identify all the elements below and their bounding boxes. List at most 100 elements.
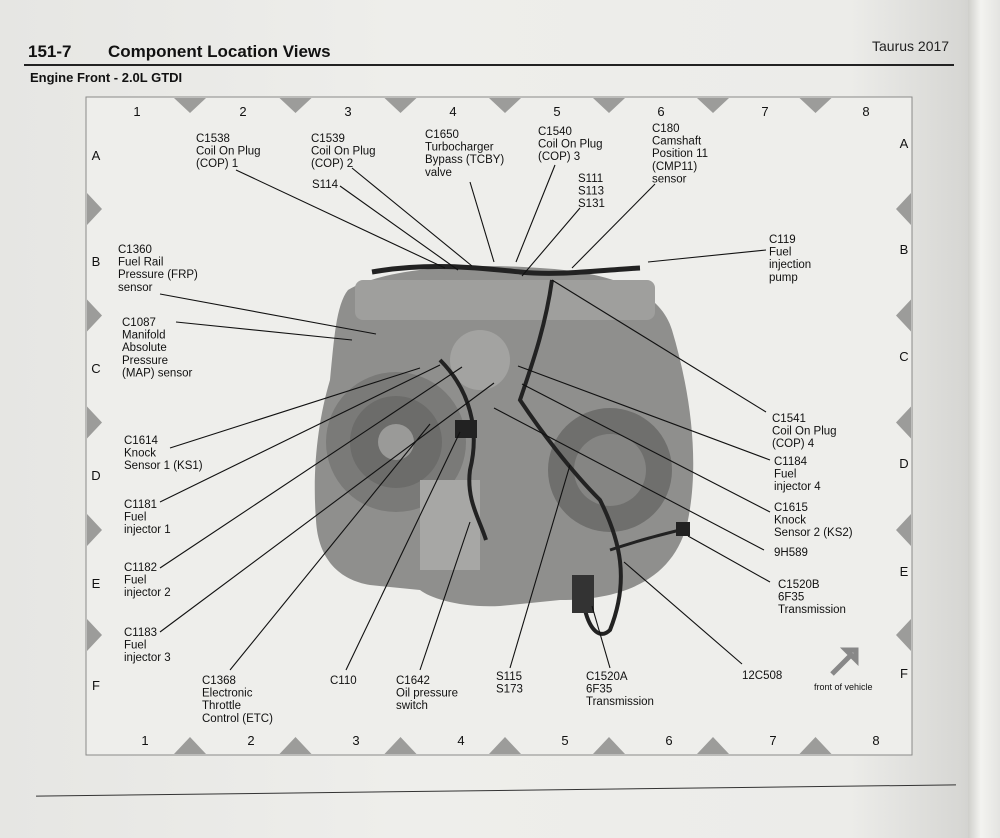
grid-column-label-top: 4 xyxy=(449,104,456,119)
callout-line: C110 xyxy=(330,675,357,687)
grid-marker-top xyxy=(799,98,832,113)
callout-line: (COP) 3 xyxy=(538,151,580,163)
callout-line: injector 2 xyxy=(124,587,171,599)
callout-line: Electronic xyxy=(202,688,253,700)
connector-c110 xyxy=(455,420,477,438)
grid-marker-right xyxy=(896,514,911,546)
callout-line: 9H589 xyxy=(774,547,808,559)
leader-c119 xyxy=(647,249,767,263)
grid-marker-bottom xyxy=(799,737,832,754)
callout-line: C1539 xyxy=(311,133,345,145)
grid-column-label-bottom: 2 xyxy=(247,733,254,748)
callout-line: (MAP) sensor xyxy=(122,367,192,379)
leader-s115 xyxy=(509,464,571,669)
callout-line: injector 4 xyxy=(774,481,821,493)
callout-line: C1087 xyxy=(122,317,156,329)
grid-column-label-top: 1 xyxy=(133,104,140,119)
grid-row-label-left: D xyxy=(91,468,100,483)
callout-line: sensor xyxy=(652,173,687,185)
leader-c110 xyxy=(345,431,461,671)
leader-c1614 xyxy=(169,367,421,449)
callout-line: S114 xyxy=(312,179,339,191)
callout-line: C1538 xyxy=(196,133,230,145)
callout-line: C1181 xyxy=(124,499,157,511)
header-rule xyxy=(24,64,954,66)
callout-line: C1360 xyxy=(118,244,152,256)
callout-line: S111 xyxy=(578,173,603,185)
harness-top xyxy=(371,264,641,276)
callout-line: Position 11 xyxy=(652,148,708,160)
grid-column-label-bottom: 7 xyxy=(769,733,776,748)
leader-c1184 xyxy=(517,365,771,461)
callout-line: Control (ETC) xyxy=(202,713,273,725)
callout-line: 12C508 xyxy=(742,670,782,682)
grid-marker-bottom xyxy=(174,737,206,754)
grid-marker-top xyxy=(384,98,417,113)
harness-center xyxy=(438,358,488,541)
leader-lines xyxy=(159,164,771,671)
callout-line: Fuel xyxy=(774,469,796,481)
callout-line: C180 xyxy=(652,123,680,135)
section-number: 151-7 xyxy=(28,42,72,61)
grid-row-label-right: C xyxy=(899,349,908,364)
callout-c110: C110 xyxy=(330,675,357,687)
grid-row-label-right: F xyxy=(900,666,908,681)
callout-line: Sensor 1 (KS1) xyxy=(124,460,203,472)
callout-line: valve xyxy=(425,167,452,179)
grid-column-label-bottom: 3 xyxy=(352,733,359,748)
leader-c1368 xyxy=(229,423,431,671)
leader-c1182 xyxy=(159,366,463,569)
grid-marker-bottom xyxy=(384,737,417,754)
grid-column-label-bottom: 5 xyxy=(561,733,568,748)
grid-marker-left xyxy=(87,406,102,439)
callout-line: C1541 xyxy=(772,413,806,425)
grid-column-label-top: 3 xyxy=(344,104,351,119)
callout-line: S131 xyxy=(578,198,605,210)
book-title: Taurus 2017 xyxy=(872,38,950,54)
leader-c1087 xyxy=(175,321,353,341)
leader-s114 xyxy=(339,185,459,271)
callout-line: C1368 xyxy=(202,675,236,687)
grid-marker-left xyxy=(87,193,102,225)
callout-line: Fuel xyxy=(769,247,791,259)
callout-line: switch xyxy=(396,700,428,712)
callout-line: Pressure (FRP) xyxy=(118,269,198,281)
leader-c1520b xyxy=(687,535,771,583)
transaxle-cover xyxy=(574,434,646,506)
view-title: Engine Front - 2.0L GTDI xyxy=(30,70,183,85)
grid-column-label-bottom: 8 xyxy=(872,733,879,748)
callout-line: injection xyxy=(769,259,811,271)
callout-line: C119 xyxy=(769,234,796,246)
grid-row-label-right: B xyxy=(900,242,909,257)
grid-marker-top xyxy=(174,98,206,113)
callout-line: C1650 xyxy=(425,129,459,141)
arrow-icon xyxy=(830,647,859,676)
grid-marker-left xyxy=(87,299,102,332)
leader-c1650 xyxy=(469,181,495,263)
grid-column-label-bottom: 4 xyxy=(457,733,464,748)
callout-line: Coil On Plug xyxy=(196,146,261,158)
leader-c1538 xyxy=(235,169,446,269)
leader-c1539 xyxy=(351,167,473,267)
callout-line: C1182 xyxy=(124,562,157,574)
leader-12c508 xyxy=(623,561,743,665)
grid-marker-left xyxy=(87,514,102,546)
grid-row-label-right: E xyxy=(900,564,909,579)
grid-marker-right xyxy=(896,193,911,225)
leader-c1540 xyxy=(515,164,556,263)
grid-marker-left xyxy=(87,619,102,651)
